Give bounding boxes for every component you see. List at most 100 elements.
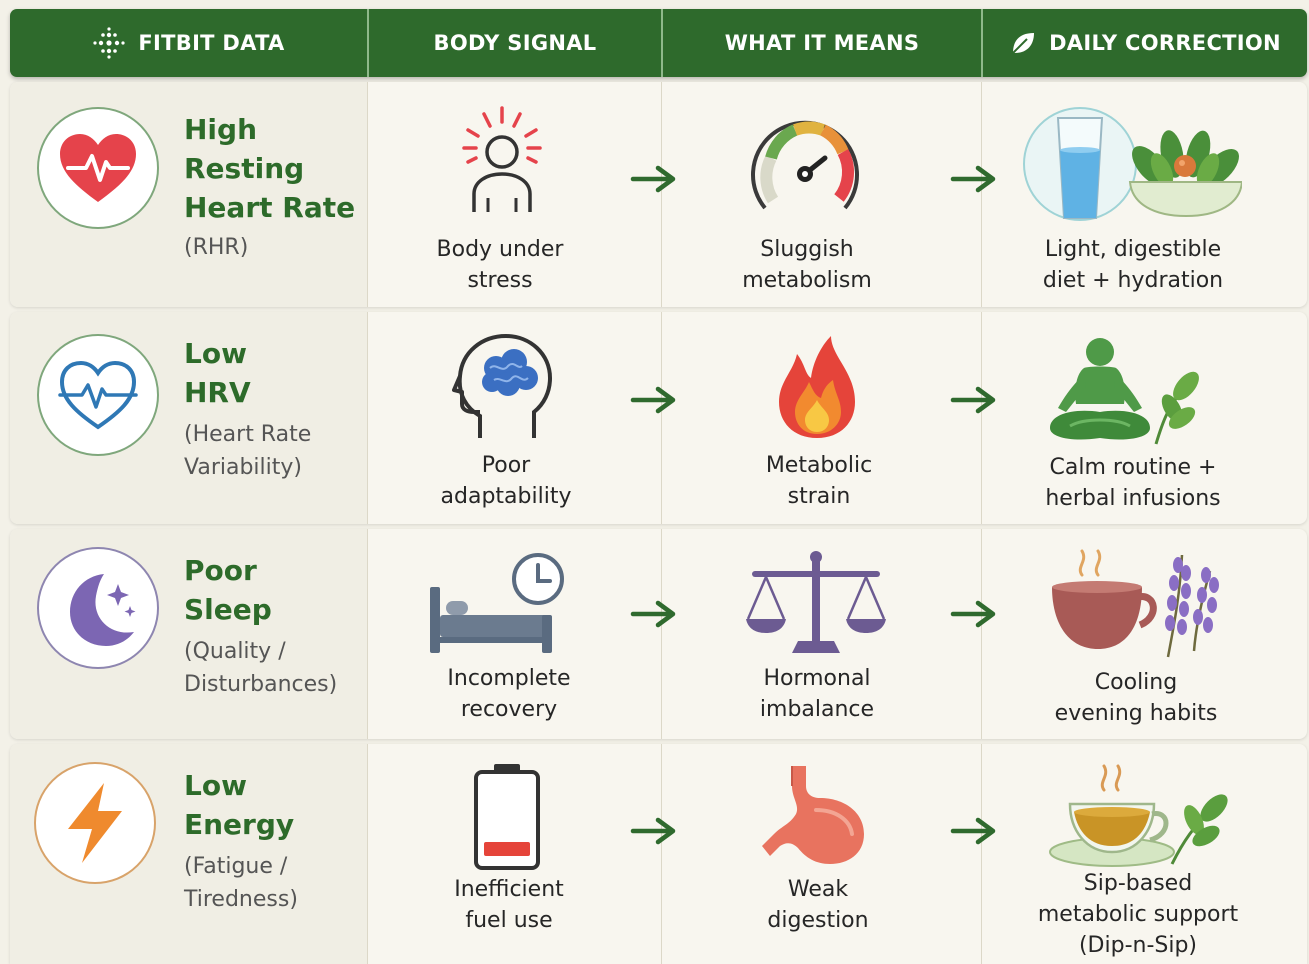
header-fitbit-data-label: FITBIT DATA (138, 31, 285, 55)
correction-label-line: Sip-based (1083, 871, 1193, 896)
correction-label-line: (Dip-n-Sip) (1078, 933, 1198, 958)
metric-label: Low HRV (Heart Rate Variability) (184, 334, 364, 484)
metric-name-line: Energy (184, 808, 295, 841)
meaning-label: Sluggish metabolism (663, 234, 951, 296)
heart-pulse-outline-icon (37, 334, 159, 456)
correction-label: Calm routine + herbal infusions (983, 452, 1283, 514)
header-daily-correction: DAILY CORRECTION (983, 9, 1307, 77)
table-header: FITBIT DATA BODY SIGNAL WHAT IT MEANS DA… (10, 9, 1307, 77)
signal-label: Poor adaptability (369, 450, 643, 512)
header-body-signal-label: BODY SIGNAL (433, 31, 597, 55)
correction-label-line: evening habits (1054, 701, 1218, 726)
fitbit-dots-icon (92, 26, 126, 60)
arrow-right-icon (630, 816, 678, 850)
correction-label: Cooling evening habits (983, 667, 1289, 729)
table-row-hrv: Low HRV (Heart Rate Variability) Poor ad… (10, 312, 1307, 524)
signal-label: Incomplete recovery (369, 663, 649, 725)
arrow-right-icon (950, 164, 998, 198)
meditation-leaf-icon (1044, 334, 1204, 450)
signal-label-line: adaptability (440, 484, 572, 509)
metric-subtitle: Disturbances) (184, 672, 338, 697)
stressed-person-icon (450, 104, 554, 220)
meaning-label-line: Hormonal (763, 666, 871, 691)
tea-cup-lavender-icon (1046, 545, 1222, 665)
column-divider (661, 529, 662, 739)
correction-label: Sip-based metabolic support (Dip-n-Sip) (983, 868, 1293, 961)
bed-clock-icon (428, 551, 576, 659)
metric-name-line: Poor (184, 554, 257, 587)
leaf-icon (1009, 29, 1037, 57)
metric-name-line: Low (184, 769, 247, 802)
water-and-salad-icon (1022, 106, 1244, 230)
correction-label-line: Calm routine + (1049, 455, 1217, 480)
column-divider (981, 744, 982, 964)
stomach-icon (760, 764, 870, 872)
head-brain-icon (452, 332, 556, 446)
arrow-right-icon (950, 385, 998, 419)
column-divider (981, 529, 982, 739)
correction-label: Light, digestible diet + hydration (983, 234, 1283, 296)
meaning-label-line: Weak (787, 877, 849, 902)
meaning-label-line: Sluggish (760, 237, 854, 262)
metric-name-line: Sleep (184, 593, 272, 626)
signal-label: Body under stress (369, 234, 631, 296)
speed-gauge-icon (743, 108, 867, 220)
metric-subtitle: Variability) (184, 455, 302, 480)
metric-subtitle: (Quality / (184, 639, 286, 664)
column-divider (367, 529, 368, 739)
column-divider (661, 744, 662, 964)
correction-label-line: Light, digestible (1044, 237, 1222, 262)
arrow-right-icon (950, 816, 998, 850)
lightning-bolt-icon (34, 762, 156, 884)
flame-icon (775, 334, 859, 446)
column-divider (661, 312, 662, 524)
meaning-label-line: imbalance (759, 697, 875, 722)
herbal-tea-cup-icon (1046, 760, 1228, 874)
correction-label-line: diet + hydration (1042, 268, 1224, 293)
column-divider (367, 82, 368, 307)
meaning-label-line: digestion (767, 908, 869, 933)
header-what-it-means-label: WHAT IT MEANS (724, 31, 920, 55)
signal-label: Inefficient fuel use (369, 874, 649, 936)
column-divider (367, 744, 368, 964)
signal-label-line: Inefficient (454, 877, 564, 902)
metric-name-line: HRV (184, 376, 251, 409)
column-divider (367, 312, 368, 524)
header-what-it-means: WHAT IT MEANS (663, 9, 981, 77)
correction-label-line: Cooling (1094, 670, 1178, 695)
correction-label-line: herbal infusions (1045, 486, 1221, 511)
metric-name-line: Low (184, 337, 247, 370)
meaning-label: Hormonal imbalance (663, 663, 971, 725)
metric-name-line: Resting (184, 152, 305, 185)
header-divider (367, 9, 369, 77)
signal-label-line: Incomplete (447, 666, 571, 691)
metric-name-line: Heart Rate (184, 191, 356, 224)
heart-rate-icon (37, 107, 159, 229)
moon-stars-icon (37, 547, 159, 669)
header-divider (661, 9, 663, 77)
meaning-label-line: Metabolic (765, 453, 873, 478)
arrow-right-icon (630, 385, 678, 419)
table-row-sleep: Poor Sleep (Quality / Disturbances) Inco… (10, 529, 1307, 739)
correction-label-line: metabolic support (1037, 902, 1239, 927)
signal-label-line: recovery (460, 697, 558, 722)
metric-subtitle: (Heart Rate (184, 422, 312, 447)
metric-subtitle: Tiredness) (184, 887, 298, 912)
table-row-rhr: High Resting Heart Rate (RHR) Body und (10, 82, 1307, 307)
meaning-label: Metabolic strain (663, 450, 975, 512)
header-daily-correction-label: DAILY CORRECTION (1049, 31, 1281, 55)
metric-subtitle: (Fatigue / (184, 854, 288, 879)
column-divider (981, 82, 982, 307)
metric-label: Low Energy (Fatigue / Tiredness) (184, 766, 364, 916)
header-body-signal: BODY SIGNAL (369, 9, 661, 77)
meaning-label-line: strain (787, 484, 851, 509)
signal-label-line: fuel use (465, 908, 553, 933)
balance-scale-icon (744, 549, 888, 659)
arrow-right-icon (630, 164, 678, 198)
arrow-right-icon (630, 599, 678, 633)
metric-name-line: High (184, 113, 258, 146)
signal-label-line: stress (467, 268, 533, 293)
header-divider (981, 9, 983, 77)
signal-label-line: Body under (436, 237, 564, 262)
metric-label: High Resting Heart Rate (RHR) (184, 110, 364, 264)
